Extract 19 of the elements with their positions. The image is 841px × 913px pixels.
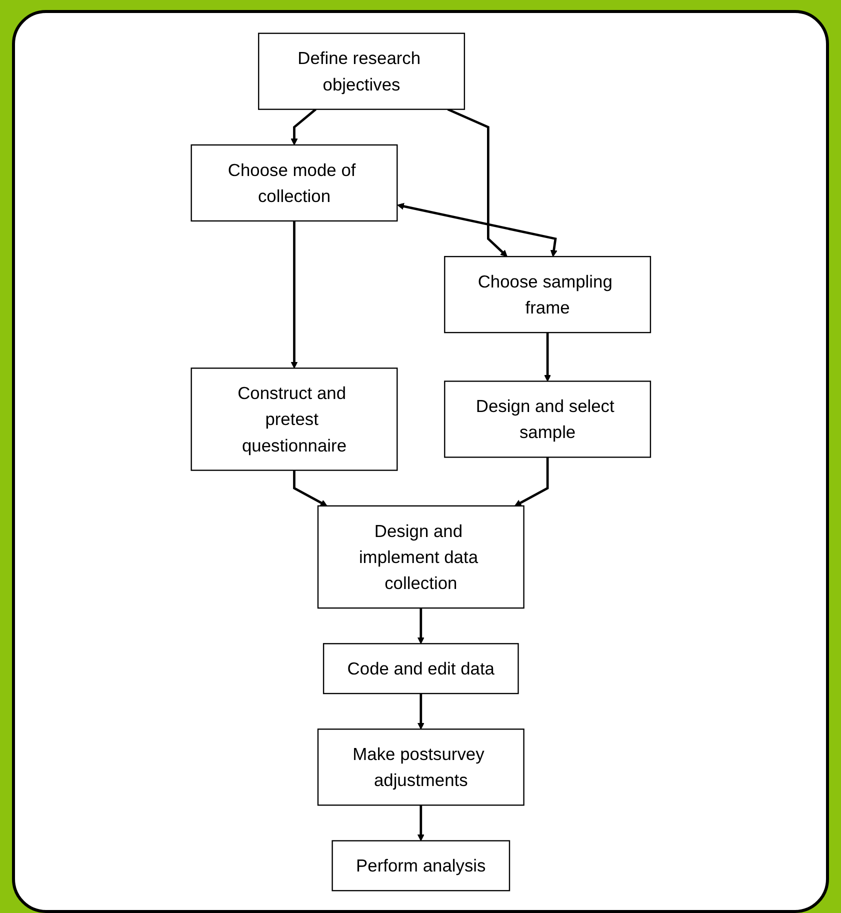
- node-box: Choose mode of collection: [190, 144, 398, 222]
- arrow: [544, 332, 551, 382]
- node-box: Make postsurvey adjustments: [317, 728, 524, 806]
- node-box: Construct and pretest questionnaire: [190, 367, 398, 470]
- node-box: Choose sampling frame: [444, 255, 651, 333]
- arrow: [417, 608, 424, 644]
- arrow: [290, 220, 298, 368]
- arrow: [396, 202, 557, 256]
- node-box: Perform analysis: [331, 840, 510, 891]
- node-box: Define research objectives: [258, 32, 465, 110]
- arrow: [514, 456, 548, 506]
- node-box: Design and select sample: [444, 380, 651, 458]
- node-box: Design and implement data collection: [317, 504, 524, 608]
- node-box: Code and edit data: [322, 642, 518, 694]
- arrow: [290, 108, 316, 145]
- arrow: [417, 804, 424, 841]
- arrow: [446, 108, 508, 256]
- arrow: [417, 693, 424, 729]
- arrow: [292, 470, 327, 506]
